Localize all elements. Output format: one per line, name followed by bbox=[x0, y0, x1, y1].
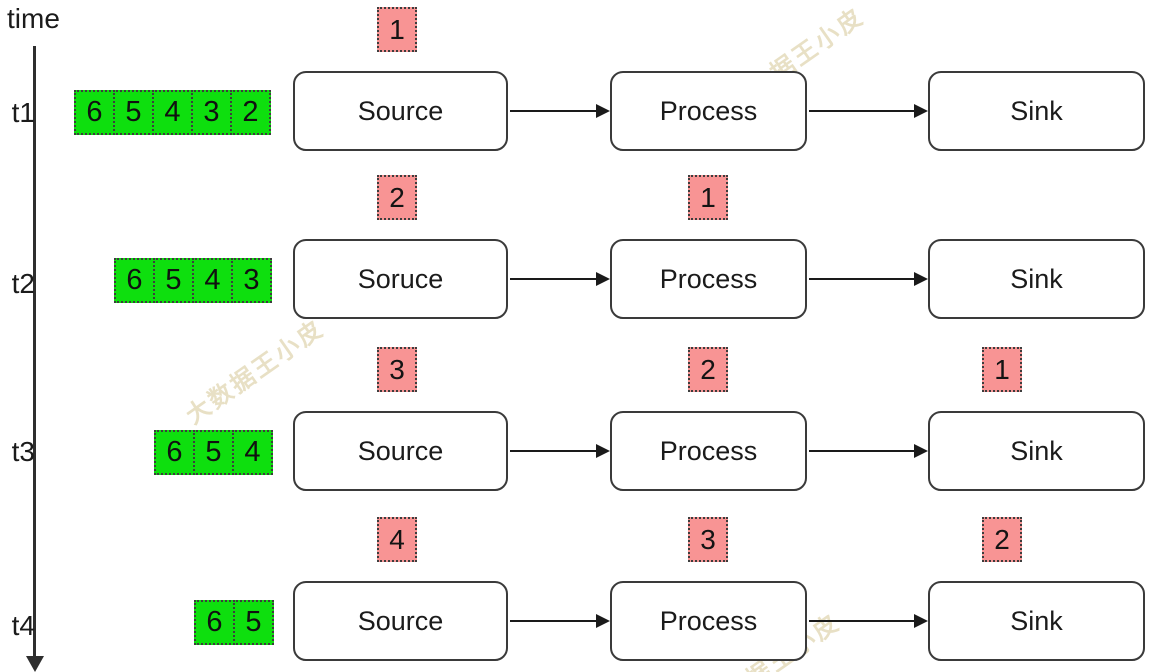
process-box: Process bbox=[610, 581, 807, 661]
arrowhead-icon bbox=[914, 104, 928, 118]
record-token-at-source: 3 bbox=[377, 347, 417, 392]
arrow-process-to-sink bbox=[809, 614, 928, 628]
sink-box-label: Sink bbox=[1010, 95, 1063, 126]
queue-item: 6 bbox=[74, 90, 115, 135]
process-box-label: Process bbox=[659, 95, 758, 126]
arrowhead-icon bbox=[914, 272, 928, 286]
queue-item: 4 bbox=[192, 258, 233, 303]
arrowhead-icon bbox=[596, 272, 610, 286]
process-box: Process bbox=[610, 71, 807, 151]
source-box-label: Source bbox=[357, 435, 444, 466]
source-box-label: Source bbox=[357, 95, 444, 126]
record-token-at-process: 3 bbox=[688, 517, 728, 562]
sink-box: Sink bbox=[928, 581, 1145, 661]
source-box: Source bbox=[293, 411, 508, 491]
source-queue: 6 5 bbox=[194, 600, 274, 645]
arrow-source-to-process bbox=[510, 614, 610, 628]
queue-item: 5 bbox=[193, 430, 234, 475]
arrowhead-icon bbox=[914, 614, 928, 628]
process-box: Process bbox=[610, 411, 807, 491]
time-axis-label: time bbox=[7, 3, 60, 34]
arrow-source-to-process bbox=[510, 444, 610, 458]
process-box: Process bbox=[610, 239, 807, 319]
time-axis-arrowhead-icon bbox=[26, 656, 44, 672]
queue-item: 2 bbox=[230, 90, 271, 135]
record-token-at-source: 1 bbox=[377, 7, 417, 52]
tick-label-t3: t3 bbox=[11, 436, 35, 467]
source-queue: 6 5 4 3 bbox=[114, 258, 272, 303]
arrow-source-to-process bbox=[510, 272, 610, 286]
arrow-source-to-process bbox=[510, 104, 610, 118]
queue-item: 6 bbox=[154, 430, 195, 475]
source-box-label: Source bbox=[357, 605, 444, 636]
arrow-process-to-sink bbox=[809, 104, 928, 118]
sink-box: Sink bbox=[928, 71, 1145, 151]
queue-item: 3 bbox=[231, 258, 272, 303]
timeline-row-t4: 6 5 4 3 2 Source Process Sink bbox=[0, 517, 1166, 661]
tick-label-t1: t1 bbox=[11, 97, 35, 128]
tick-label-t4: t4 bbox=[11, 610, 35, 641]
record-token-at-sink: 2 bbox=[982, 517, 1022, 562]
source-queue: 6 5 4 bbox=[154, 430, 273, 475]
record-token-at-source: 4 bbox=[377, 517, 417, 562]
source-box-label: Soruce bbox=[357, 263, 444, 294]
tick-label-t2: t2 bbox=[11, 268, 35, 299]
queue-item: 3 bbox=[191, 90, 232, 135]
queue-item: 6 bbox=[194, 600, 235, 645]
record-token-at-process: 1 bbox=[688, 175, 728, 220]
arrowhead-icon bbox=[596, 614, 610, 628]
sink-box: Sink bbox=[928, 239, 1145, 319]
source-box: Source bbox=[293, 71, 508, 151]
sink-box: Sink bbox=[928, 411, 1145, 491]
timeline-row-t3: 6 5 4 3 2 1 Source Process Sink bbox=[0, 347, 1166, 491]
timeline-row-t1: 6 5 4 3 2 1 Source Process Sink bbox=[0, 7, 1166, 151]
queue-item: 5 bbox=[153, 258, 194, 303]
time-axis-line bbox=[33, 46, 36, 658]
arrow-process-to-sink bbox=[809, 272, 928, 286]
queue-item: 4 bbox=[152, 90, 193, 135]
arrowhead-icon bbox=[914, 444, 928, 458]
record-token-at-sink: 1 bbox=[982, 347, 1022, 392]
queue-item: 6 bbox=[114, 258, 155, 303]
process-box-label: Process bbox=[659, 263, 758, 294]
record-token-at-process: 2 bbox=[688, 347, 728, 392]
queue-item: 5 bbox=[233, 600, 274, 645]
source-box: Soruce bbox=[293, 239, 508, 319]
source-box: Source bbox=[293, 581, 508, 661]
arrowhead-icon bbox=[596, 104, 610, 118]
process-box-label: Process bbox=[659, 605, 758, 636]
timeline-row-t2: 6 5 4 3 2 1 Soruce Process Sink bbox=[0, 175, 1166, 319]
process-box-label: Process bbox=[659, 435, 758, 466]
queue-item: 5 bbox=[113, 90, 154, 135]
record-token-at-source: 2 bbox=[377, 175, 417, 220]
arrowhead-icon bbox=[596, 444, 610, 458]
source-queue: 6 5 4 3 2 bbox=[74, 90, 271, 135]
queue-item: 4 bbox=[232, 430, 273, 475]
sink-box-label: Sink bbox=[1010, 605, 1063, 636]
arrow-process-to-sink bbox=[809, 444, 928, 458]
sink-box-label: Sink bbox=[1010, 263, 1063, 294]
sink-box-label: Sink bbox=[1010, 435, 1063, 466]
